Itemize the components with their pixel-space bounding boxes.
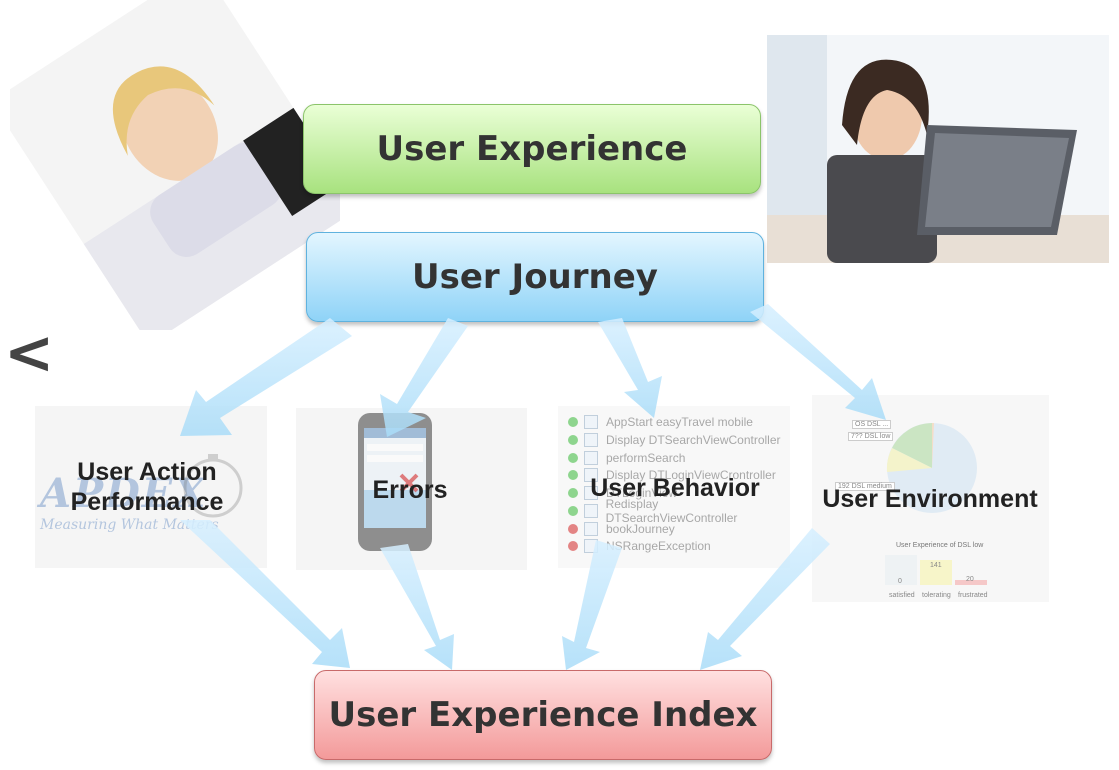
apdex-logo-text: APDEX [40, 470, 208, 517]
action-icon [584, 521, 598, 536]
bar-frustrated [955, 580, 987, 585]
pie-label: 192 DSL medium [835, 482, 895, 491]
bar-satisfied [885, 555, 917, 585]
happy-user-photo [0, 0, 359, 345]
user-behavior-label: User Behavior [590, 474, 760, 502]
user-journey-box: User Journey [306, 232, 764, 322]
status-error-icon [568, 540, 578, 551]
action-icon [584, 467, 598, 482]
user-experience-label: User Experience [376, 129, 688, 169]
action-icon [584, 432, 598, 447]
list-item: Redisplay DTSearchViewController [568, 497, 790, 525]
status-ok-icon [568, 469, 578, 480]
bar-tolerating [920, 560, 952, 585]
action-icon [583, 503, 598, 518]
status-error-icon [568, 523, 578, 534]
status-ok-icon [568, 416, 578, 427]
environment-pie-chart [886, 422, 977, 513]
smartphone-icon [358, 413, 432, 551]
user-environment-label: User Environment [822, 485, 1038, 513]
list-item: DTLoginView [568, 484, 677, 501]
user-journey-label: User Journey [412, 257, 658, 297]
action-icon [584, 450, 598, 465]
bar-value: 0 [898, 578, 902, 585]
back-chevron-icon[interactable]: < [4, 318, 55, 388]
list-item: performSearch [568, 449, 685, 466]
list-item: Display DTSearchViewController [568, 431, 781, 448]
behavior-list: AppStart easyTravel mobile Display DTSea… [558, 413, 790, 563]
status-ok-icon [568, 452, 578, 463]
list-item: NSRangeException [568, 537, 711, 554]
action-icon [584, 538, 598, 553]
apdex-tagline: Measuring What Matters [40, 517, 219, 533]
bar-value: 141 [930, 562, 942, 569]
errors-label: Errors [372, 476, 448, 504]
user-experience-box: User Experience [303, 104, 761, 194]
list-item: bookJourney [568, 520, 675, 537]
stopwatch-icon [183, 454, 243, 518]
list-item: AppStart easyTravel mobile [568, 413, 753, 430]
frustrated-user-photo [767, 35, 1109, 263]
pie-label: OS DSL ... [852, 420, 892, 429]
bar-chart-caption: User Experience of DSL low [896, 542, 984, 549]
arrow-journey-to-behavior [598, 318, 662, 418]
bar-label: tolerating [922, 592, 951, 599]
action-icon [584, 414, 598, 429]
user-experience-index-box: User Experience Index [314, 670, 772, 760]
bar-label: satisfied [889, 592, 915, 599]
user-experience-index-label: User Experience Index [328, 695, 758, 735]
bar-label: frustrated [958, 592, 988, 599]
action-icon [584, 485, 598, 500]
bar-value: 20 [966, 576, 974, 583]
error-x-icon [399, 473, 419, 493]
list-item: Display DTLoginViewCrontroller [568, 466, 776, 483]
pie-label: 7?? DSL low [848, 432, 894, 441]
status-ok-icon [568, 505, 578, 516]
status-ok-icon [568, 434, 578, 445]
apdex-logo: APDEX Measuring What Matters [40, 470, 260, 540]
status-ok-icon [568, 487, 578, 498]
user-action-performance-label: User Action Performance [70, 458, 224, 516]
